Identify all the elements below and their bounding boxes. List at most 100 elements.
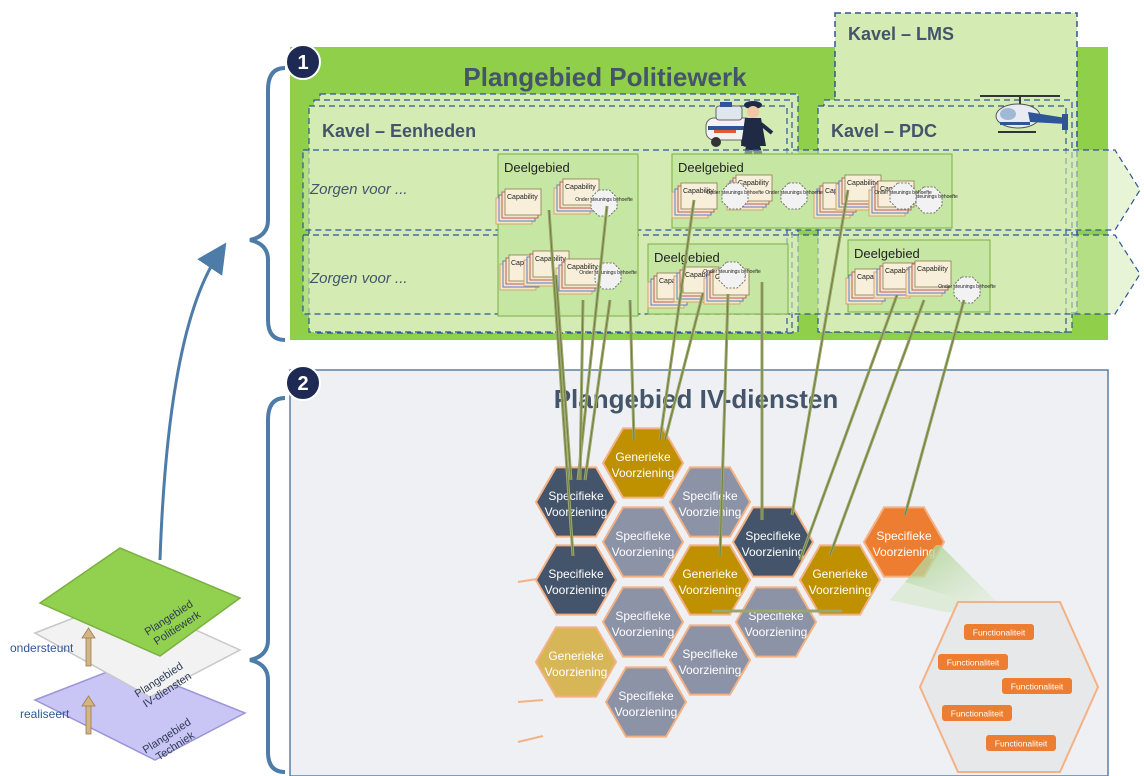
connection-line-core: [791, 189, 849, 516]
layer-politiewerk: [38, 547, 242, 657]
hex-label-bottom: Voorziening: [679, 663, 742, 677]
ondersteuning-label: Onder steunings behoefte: [900, 194, 958, 200]
marker-1-label: 1: [297, 52, 308, 74]
ondersteuningsbehoefte-badge: Onder steunings behoefte: [938, 276, 996, 304]
ondersteuningsbehoefte-badge: Onder steunings behoefte: [765, 182, 823, 210]
kavel-pdc-label: Kavel – PDC: [831, 121, 937, 141]
arrow-ondersteunt-head: [81, 627, 96, 639]
capability-card: Capability: [495, 188, 542, 225]
capability-label: Capability: [917, 266, 948, 273]
ondersteuning-label: Onder steunings behoefte: [938, 284, 996, 290]
layer-techniek: [33, 664, 247, 761]
hex-label-top: Specifieke: [618, 689, 674, 703]
capability-card: Capability: [845, 268, 892, 305]
capability-label: Capability: [535, 256, 566, 263]
police-car-icon: [705, 102, 755, 147]
arrow-realiseert-head: [81, 695, 96, 707]
capability-card: Capability: [555, 258, 602, 295]
kavel-lms-label: Kavel – LMS: [848, 24, 954, 44]
hex-label-top: Generieke: [682, 567, 738, 581]
ondersteuning-label: Onder steunings behoefte: [575, 197, 633, 203]
connection-line-core: [629, 299, 635, 441]
hex-label-top: Generieke: [812, 567, 868, 581]
connection-line-core: [664, 292, 704, 441]
hex-label-bottom: Voorziening: [612, 466, 675, 480]
capability-label: Capability: [565, 184, 596, 191]
ondersteuning-label: Onder steunings behoefte: [706, 190, 764, 196]
marker-1: 1: [285, 44, 321, 80]
hex-label-bottom: Voorziening: [612, 545, 675, 559]
marker-2-label: 2: [297, 373, 308, 395]
capability-label: Capability: [738, 180, 769, 187]
connection-line-core: [555, 274, 572, 481]
deelgebied-label: Deelgebied: [678, 160, 744, 175]
functionaliteit-label: Functionaliteit: [973, 628, 1026, 638]
brace-top: [249, 66, 286, 342]
ondersteuningsbehoefte-badge: Onder steunings behoefte: [874, 182, 932, 210]
capability-label: Capability: [685, 272, 716, 279]
hex-label-top: Specifieke: [876, 529, 932, 543]
detail-funnel: [905, 545, 1010, 615]
realiseert-label: realiseert: [20, 707, 70, 721]
functionaliteiten-group: FunctionaliteitFunctionaliteitFunctional…: [938, 624, 1072, 751]
hex-label-top: Specifieke: [745, 529, 801, 543]
hex-label-bottom: Voorziening: [545, 665, 608, 679]
hex-label-top: Generieke: [615, 450, 671, 464]
iv-diensten-title: Plangebied IV-diensten: [554, 384, 839, 414]
connection-line-core: [719, 293, 729, 557]
deelgebied-label: Deelgebied: [504, 160, 570, 175]
hex-label-top: Specifieke: [615, 609, 671, 623]
functionaliteit-label: Functionaliteit: [947, 658, 1000, 668]
hex-label-bottom: Voorziening: [742, 545, 805, 559]
connection-lines: [547, 189, 966, 561]
hex-label-bottom: Voorziening: [679, 583, 742, 597]
functionaliteit-chip: Functionaliteit: [942, 705, 1012, 721]
functionaliteit-chip: Functionaliteit: [986, 735, 1056, 751]
hex-label-bottom: Voorziening: [679, 505, 742, 519]
politiewerk-title: Plangebied Politiewerk: [463, 62, 747, 92]
row-label-1: Zorgen voor ...: [309, 181, 408, 198]
functionaliteit-label: Functionaliteit: [995, 739, 1048, 749]
ondersteuningsbehoefte-badge: Onder steunings behoefte: [706, 182, 764, 210]
ondersteuning-label: Onder steunings behoefte: [579, 270, 637, 276]
layer-stack: Plangebied Politiewerk Plangebied IV-die…: [10, 547, 247, 763]
capability-card: Capability: [553, 178, 600, 215]
connection-line-core: [659, 199, 695, 441]
capability-label: Capability: [885, 268, 916, 275]
ondersteunt-label: ondersteunt: [10, 641, 74, 655]
hex-label-top: Specifieke: [682, 647, 738, 661]
deelgebied-label: Deelgebied: [854, 246, 920, 261]
brace-bottom: [249, 396, 286, 774]
kavel-eenheden-label: Kavel – Eenheden: [322, 121, 476, 141]
connection-line-core: [829, 299, 925, 556]
hex-label-bottom: Voorziening: [745, 625, 808, 639]
arrow-ondersteunt: [85, 635, 92, 667]
connection-line-core: [579, 299, 584, 481]
ondersteuning-label: Onder steunings behoefte: [703, 269, 761, 275]
connection-line-core: [577, 205, 608, 481]
functionaliteit-chip: Functionaliteit: [938, 654, 1008, 670]
hex-label-bottom: Voorziening: [545, 505, 608, 519]
capability-label: Capability: [857, 274, 888, 281]
functionaliteit-label: Functionaliteit: [951, 709, 1004, 719]
ondersteuning-label: Onder steunings behoefte: [874, 190, 932, 196]
honeycomb: SpecifiekeVoorzieningGeneriekeVoorzienin…: [534, 427, 946, 738]
curved-arrow: [158, 242, 227, 561]
hex-label-top: Specifieke: [615, 529, 671, 543]
hex-label-bottom: Voorziening: [615, 705, 678, 719]
hex-label-bottom: Voorziening: [545, 583, 608, 597]
functionaliteit-chip: Functionaliteit: [1002, 678, 1072, 694]
hex-label-top: Specifieke: [548, 489, 604, 503]
connection-line-core: [799, 294, 898, 561]
hex-label-top: Specifieke: [548, 567, 604, 581]
